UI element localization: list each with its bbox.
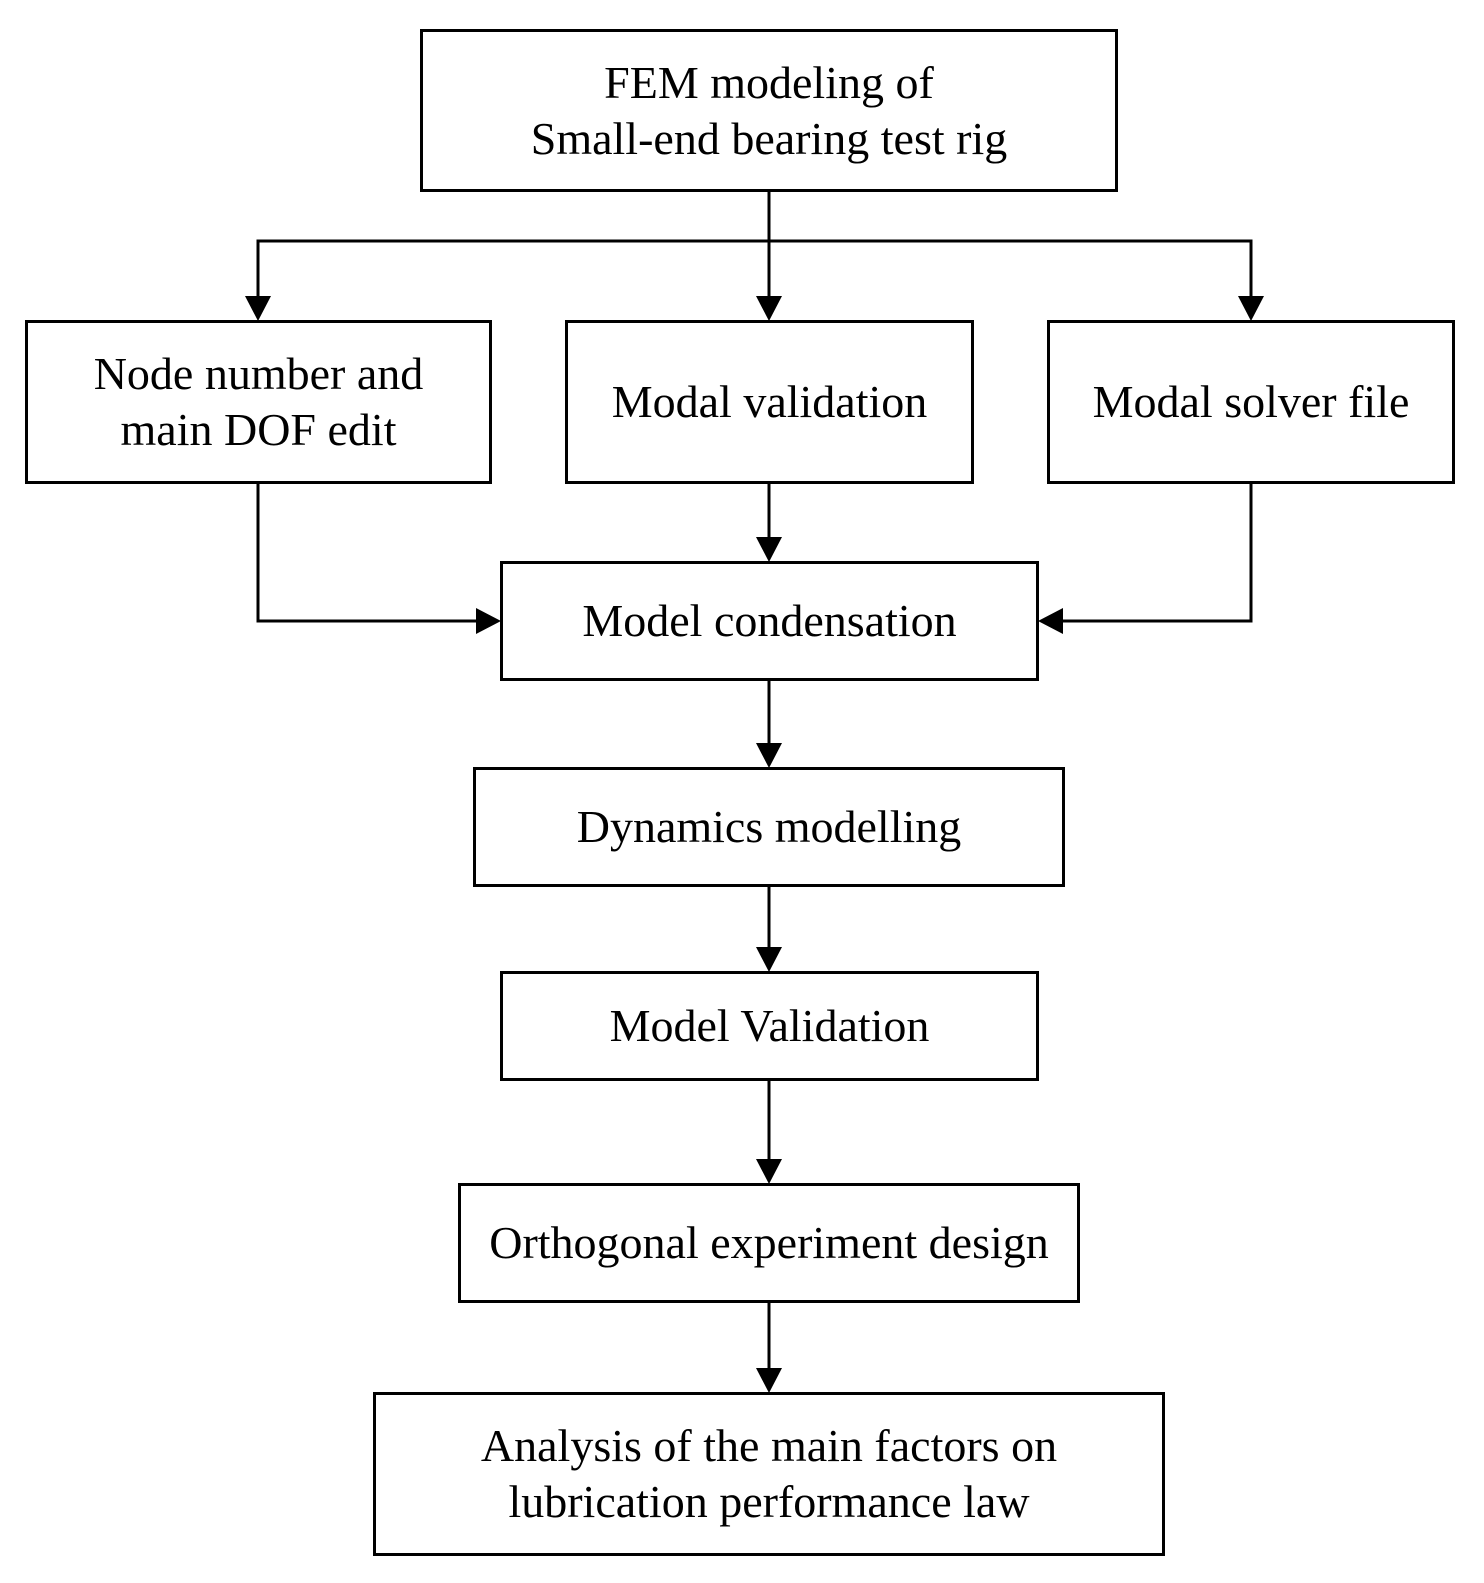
arrowhead-condensation-top (756, 537, 782, 562)
node-text-line: Dynamics modelling (576, 801, 962, 852)
node-modal-validation: Modal validation (565, 320, 974, 484)
edge-modal-solver-to-condensation (1063, 484, 1253, 623)
node-orthogonal-experiment-design: Orthogonal experiment design (458, 1183, 1080, 1303)
arrowhead-modal-solver (1238, 296, 1264, 321)
arrowhead-condensation-left (476, 608, 501, 634)
arrowhead-model-validation (756, 947, 782, 972)
node-text-line: lubrication performance law (508, 1476, 1030, 1527)
node-text-line: Node number and (93, 348, 424, 399)
node-text-line: Model condensation (582, 595, 957, 646)
node-text-line: main DOF edit (120, 404, 397, 455)
node-text-line: Small-end bearing test rig (530, 112, 1008, 164)
edge-fem-to-node-number (256, 192, 771, 296)
node-fem-modeling: FEM modeling of Small-end bearing test r… (420, 29, 1118, 192)
node-text-line: Modal solver file (1092, 376, 1410, 427)
edge-fem-to-modal-solver (769, 239, 1253, 296)
arrowhead-analysis (756, 1368, 782, 1393)
edge-node-number-to-condensation (256, 484, 476, 623)
node-modal-solver-file: Modal solver file (1047, 320, 1455, 484)
node-text-line: FEM modeling of (604, 56, 934, 108)
node-model-condensation: Model condensation (500, 561, 1039, 681)
node-text-line: Analysis of the main factors on (480, 1420, 1058, 1471)
node-text-line: Orthogonal experiment design (489, 1217, 1049, 1268)
arrowhead-orthogonal (756, 1159, 782, 1184)
node-text-line: Modal validation (611, 376, 928, 427)
arrowhead-modal-validation (756, 296, 782, 321)
arrowhead-condensation-right (1038, 608, 1063, 634)
arrowhead-node-number (245, 296, 271, 321)
arrowhead-dynamics (756, 743, 782, 768)
node-analysis-main-factors: Analysis of the main factors on lubricat… (373, 1392, 1165, 1556)
node-text-line: Model Validation (609, 1000, 930, 1051)
node-model-validation: Model Validation (500, 971, 1039, 1081)
node-dynamics-modelling: Dynamics modelling (473, 767, 1065, 887)
node-node-number-dof-edit: Node number and main DOF edit (25, 320, 492, 484)
